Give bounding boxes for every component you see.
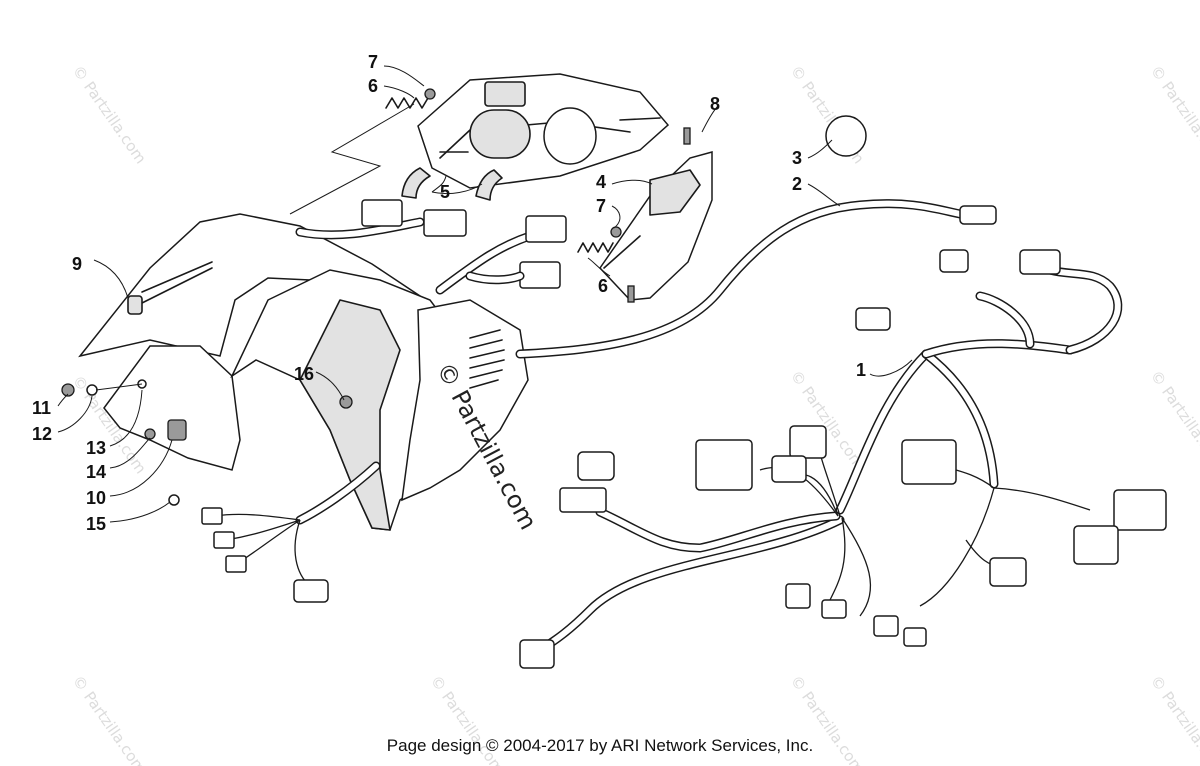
watermark: © Partzilla.com	[1147, 367, 1200, 472]
harness-cable-2	[515, 199, 997, 359]
callout-8: 8	[710, 94, 720, 114]
callout-1: 1	[856, 360, 866, 380]
callout-12: 12	[32, 424, 52, 444]
headlight-cover	[599, 127, 713, 303]
callout-13: 13	[86, 438, 106, 458]
callout-7-lower: 7	[596, 196, 606, 216]
elbow-connectors	[401, 167, 503, 201]
callout-9: 9	[72, 254, 82, 274]
assembly-leader	[289, 103, 415, 215]
grommet-ring	[825, 115, 867, 157]
lower-left-pigtail	[201, 461, 381, 603]
copyright-footer: Page design © 2004-2017 by ARI Network S…	[386, 736, 814, 755]
dash-panel	[103, 269, 529, 531]
callout-15: 15	[86, 514, 106, 534]
harness-connectors	[519, 249, 1167, 669]
watermark: © Partzilla.com	[1147, 62, 1200, 167]
cooling-fins	[469, 329, 505, 389]
upper-spring	[385, 88, 436, 109]
small-hardware	[61, 379, 187, 506]
callout-4: 4	[596, 172, 606, 192]
callout-7-upper: 7	[368, 52, 378, 72]
headlight-bucket	[417, 73, 670, 189]
callout-3: 3	[792, 148, 802, 168]
callout-6-upper: 6	[368, 76, 378, 96]
callout-10: 10	[86, 488, 106, 508]
callout-14: 14	[86, 462, 106, 482]
callout-6-lower: 6	[598, 276, 608, 296]
callout-2: 2	[792, 174, 802, 194]
callout-labels: 1 2 3 4 5 6 6 7 7 8 9 10 11 12 13 14 15 …	[32, 52, 866, 534]
watermark-grid: © Partzilla.com © Partzilla.com © Partzi…	[69, 62, 1200, 766]
callout-5: 5	[440, 182, 450, 202]
watermark: © Partzilla.com	[69, 62, 150, 167]
headlight-connectors	[295, 199, 567, 295]
lower-spring	[577, 226, 622, 253]
callout-11: 11	[32, 398, 51, 418]
callout-leaders	[57, 65, 913, 523]
main-harness-1	[535, 265, 1123, 655]
callout-16: 16	[294, 364, 314, 384]
